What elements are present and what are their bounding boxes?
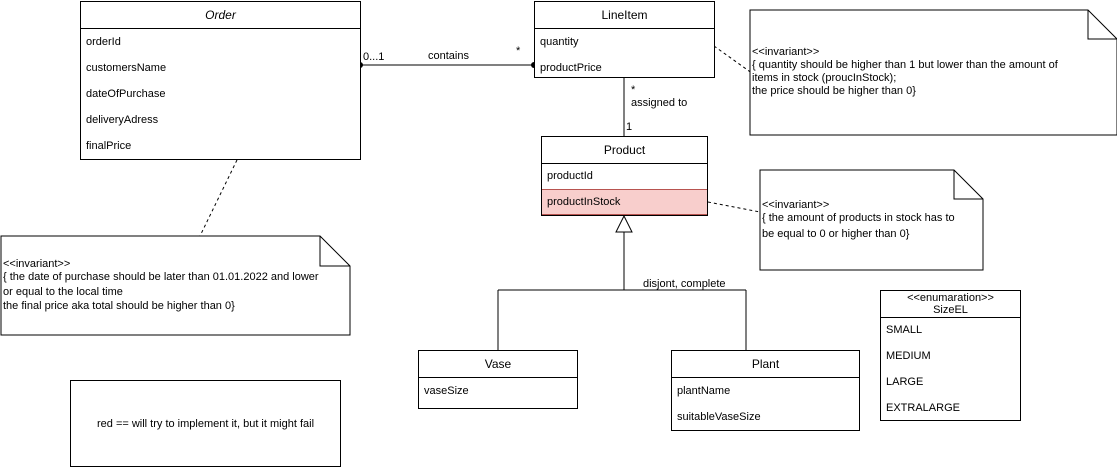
product-invariant-note [759,169,984,271]
order-attr-finalprice: finalPrice [86,140,132,152]
assigned-source-multiplicity: * [631,84,636,96]
order-attr-customersname: customersName [86,62,167,74]
order-class-name: Order [81,2,360,29]
lineitem-class[interactable]: LineItem quantity productPrice [534,1,715,78]
contains-source-multiplicity: 0...1 [363,51,385,63]
order-note-line-1: <<invariant>> [3,258,71,270]
legend-box: red == will try to implement it, but it … [70,380,341,467]
plant-class[interactable]: Plant plantName suitableVaseSize [671,350,860,431]
product-note-line-1: <<invariant>> [762,199,830,211]
sizeel-value-small: SMALL [886,324,923,336]
product-note-connector [707,201,761,213]
vase-class-name: Vase [419,351,577,378]
order-attr-deliveryadress: deliveryAdress [86,114,159,126]
lineitem-attr-productprice: productPrice [540,62,602,74]
sizeel-enumeration[interactable]: <<enumaration>> SizeEL SMALL MEDIUM LARG… [880,290,1021,421]
sizeel-value-large: LARGE [886,376,924,388]
contains-label: contains [428,50,469,62]
order-note-line-2: { the date of purchase should be later t… [3,271,319,283]
vase-attr-vasesize: vaseSize [424,385,469,397]
lineitem-invariant-note [749,9,1117,136]
sizeel-header: <<enumaration>> SizeEL [881,291,1020,318]
legend-text: red == will try to implement it, but it … [96,417,315,430]
lineitem-attr-quantity: quantity [540,36,579,48]
sizeel-name: SizeEL [933,304,968,316]
generalization-arrowhead [615,214,633,233]
product-class[interactable]: Product productId productInStock [541,136,708,216]
product-note-line-2: { the amount of products in stock has to [762,212,955,224]
order-note-connector [199,159,238,237]
generalization-constraint-label: disjont, complete [643,278,726,290]
plant-attr-plantname: plantName [677,385,731,397]
order-invariant-note [0,235,351,336]
highlighted-attribute-row [542,189,707,215]
sizeel-value-extralarge: EXTRALARGE [886,402,960,414]
order-note-line-3: or equal to the local time [3,286,123,298]
vase-class[interactable]: Vase vaseSize [418,350,578,409]
contains-target-multiplicity: * [516,45,521,57]
sizeel-stereotype: <<enumaration>> [907,292,994,304]
lineitem-note-line-4: the price should be higher than 0} [752,85,916,97]
sizeel-value-medium: MEDIUM [886,350,931,362]
lineitem-note-connector [713,45,757,77]
order-note-line-4: the final price aka total should be high… [3,300,235,312]
product-note-line-3: be equal to 0 or higher than 0} [762,228,910,240]
lineitem-class-name: LineItem [535,2,714,29]
lineitem-note-line-2: { quantity should be higher than 1 but l… [752,59,1058,71]
order-class[interactable]: Order orderId customersName dateOfPurcha… [80,1,361,160]
assigned-label: assigned to [631,97,688,109]
order-attr-dateofpurchase: dateOfPurchase [86,88,166,100]
assigned-target-multiplicity: 1 [626,121,633,133]
lineitem-note-line-1: <<invariant>> [752,46,820,58]
lineitem-note-line-3: items in stock (proucInStock); [752,72,897,84]
order-attr-orderid: orderId [86,36,121,48]
product-class-name: Product [542,137,707,164]
plant-attr-suitablevasesize: suitableVaseSize [677,411,761,423]
product-attr-productid: productId [547,170,593,182]
product-attr-productinstock: productInStock [547,196,621,208]
plant-class-name: Plant [672,351,859,378]
